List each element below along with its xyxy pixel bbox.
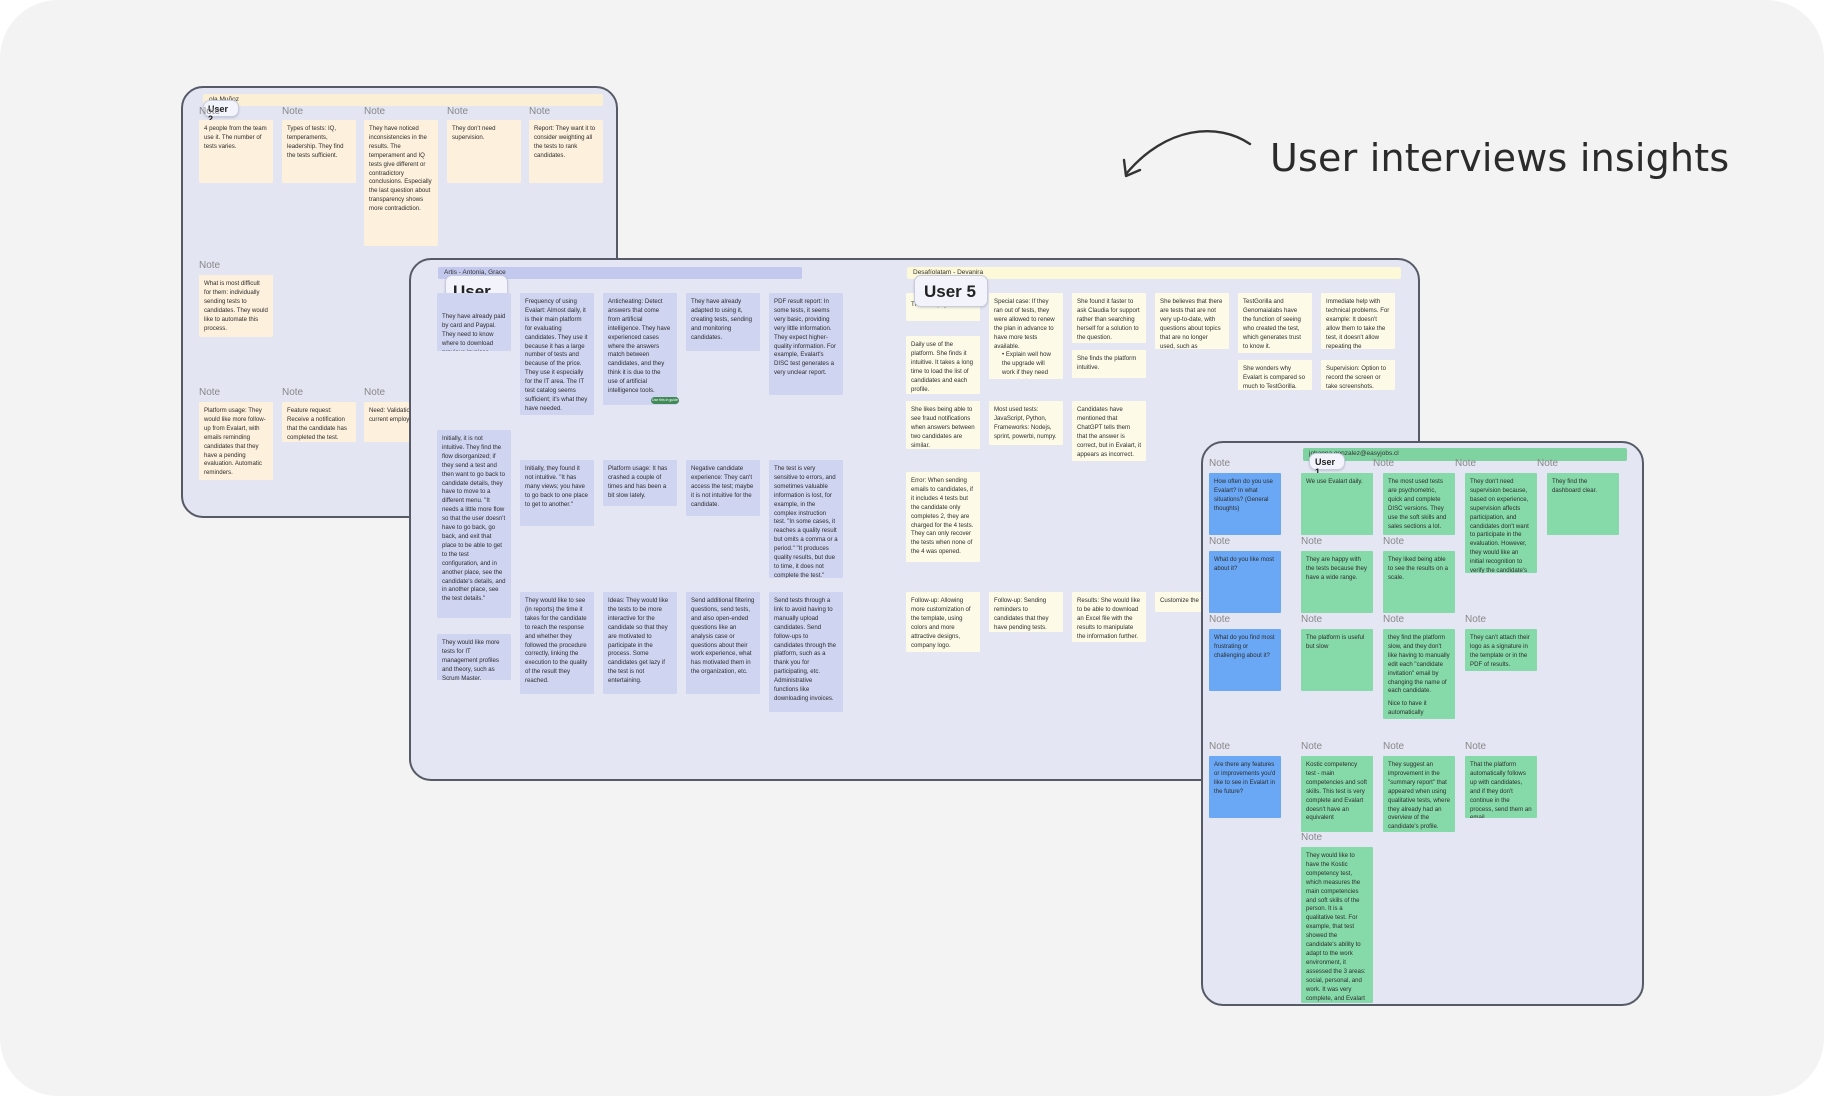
sticky-note[interactable]: They have already adapted to using it, c… bbox=[686, 293, 760, 351]
sticky-note[interactable]: They would like to have the Kostic compe… bbox=[1301, 847, 1373, 1003]
sticky-note[interactable]: Send additional filtering questions, sen… bbox=[686, 592, 760, 694]
user-tag[interactable]: User 5 bbox=[914, 275, 988, 307]
note-label: Note bbox=[1465, 741, 1487, 752]
sticky-note[interactable]: Initially, they found it not intuitive. … bbox=[520, 460, 594, 526]
sticky-note[interactable]: Initially, it is not intuitive. They fin… bbox=[437, 430, 511, 618]
board-header: Desafíolatam - Devanira bbox=[907, 267, 1401, 279]
sticky-note[interactable]: Types of tests: IQ, temperaments, leader… bbox=[282, 120, 356, 183]
sticky-note[interactable]: Immediate help with technical problems. … bbox=[1321, 293, 1395, 349]
note-label: Note bbox=[1209, 458, 1231, 469]
sticky-note[interactable]: Follow-up: Allowing more customization o… bbox=[906, 592, 980, 652]
sticky-note[interactable]: She likes being able to see fraud notifi… bbox=[906, 401, 980, 449]
sticky-note[interactable]: Daily use of the platform. She finds it … bbox=[906, 336, 980, 394]
sticky-note[interactable]: They liked being able to see the results… bbox=[1383, 551, 1455, 613]
question-note[interactable]: What do you find most frustrating or cha… bbox=[1209, 629, 1281, 691]
sticky-note[interactable]: Error: When sending emails to candidates… bbox=[906, 472, 980, 562]
note-label: Note bbox=[199, 260, 221, 271]
sticky-note[interactable]: They don't need supervision because, bas… bbox=[1465, 473, 1537, 573]
board-header: ola Muñoz bbox=[203, 94, 603, 106]
sticky-note[interactable]: The most used tests are psychometric, qu… bbox=[1383, 473, 1455, 535]
sticky-note[interactable]: TestGorilla and Genomaialabs have the fu… bbox=[1238, 293, 1312, 353]
sticky-note[interactable]: She believes that there are tests that a… bbox=[1155, 293, 1229, 349]
note-label: Note bbox=[1209, 614, 1231, 625]
question-note[interactable]: Are there any features or improvements y… bbox=[1209, 756, 1281, 818]
curved-arrow-icon bbox=[1122, 129, 1252, 178]
note-label: Note bbox=[447, 106, 469, 117]
note-label: Note bbox=[1209, 536, 1231, 547]
sticky-note[interactable]: The platform is useful but slow bbox=[1301, 629, 1373, 691]
note-label: Note bbox=[1301, 741, 1323, 752]
question-note[interactable]: How often do you use Evalart? In what si… bbox=[1209, 473, 1281, 535]
sticky-note[interactable]: They can't attach their logo as a signat… bbox=[1465, 629, 1537, 671]
note-label: Note bbox=[1383, 741, 1405, 752]
sticky-note[interactable]: The test is very sensitive to errors, an… bbox=[769, 460, 843, 578]
sticky-note[interactable]: Special case: If they ran out of tests, … bbox=[989, 293, 1063, 379]
sticky-note[interactable]: They are happy with the tests because th… bbox=[1301, 551, 1373, 613]
note-label: Note bbox=[1383, 614, 1405, 625]
sticky-note[interactable]: Candidates have mentioned that ChatGPT t… bbox=[1072, 401, 1146, 461]
note-label: Note bbox=[199, 106, 221, 117]
note-label: Note bbox=[1301, 536, 1323, 547]
sticky-note[interactable]: They suggest an improvement in the "summ… bbox=[1383, 756, 1455, 832]
note-label: Note bbox=[1537, 458, 1559, 469]
sticky-note[interactable]: They would like to see (in reports) the … bbox=[520, 592, 594, 694]
sticky-note[interactable]: They have already paid by card and Paypa… bbox=[437, 293, 511, 351]
sticky-note[interactable]: PDF result report: In some tests, it see… bbox=[769, 293, 843, 395]
note-label: Note bbox=[529, 106, 551, 117]
note-label: Note bbox=[1373, 458, 1395, 469]
note-label: Note bbox=[1383, 536, 1405, 547]
note-label: Note bbox=[1455, 458, 1477, 469]
sticky-note[interactable]: She found it faster to ask Claudia for s… bbox=[1072, 293, 1146, 343]
sticky-note[interactable]: They don't need supervision. bbox=[447, 120, 521, 183]
sticky-note[interactable]: Anticheating: Detect answers that come f… bbox=[603, 293, 677, 405]
status-chip[interactable]: Use this in guide bbox=[651, 397, 679, 404]
user-tag[interactable]: User 1 bbox=[1309, 453, 1345, 477]
note-label: Note bbox=[364, 387, 386, 398]
sticky-note[interactable]: They find the dashboard clear. bbox=[1547, 473, 1619, 535]
user-tag[interactable]: User 2 bbox=[203, 100, 239, 124]
board-header: johanna.gonzalez@easyjobs.cl bbox=[1303, 448, 1627, 461]
note-label: Note bbox=[1301, 832, 1323, 843]
sticky-note[interactable]: Follow-up: Sending reminders to candidat… bbox=[989, 592, 1063, 632]
sticky-note[interactable]: Report: They want it to consider weighti… bbox=[529, 120, 603, 183]
note-label: Note bbox=[364, 106, 386, 117]
sticky-note[interactable]: they find the platform slow, and they do… bbox=[1383, 629, 1455, 719]
note-label: Note bbox=[282, 106, 304, 117]
sticky-note[interactable]: 4 people from the team use it. The numbe… bbox=[199, 120, 273, 183]
sticky-note[interactable]: Most used tests: JavaScript, Python, Fra… bbox=[989, 401, 1063, 445]
sticky-note[interactable]: Platform usage: They would like more fol… bbox=[199, 402, 273, 480]
board-header: Artis - Antonia, Grace bbox=[438, 267, 802, 279]
note-label: Note bbox=[1209, 741, 1231, 752]
sticky-note[interactable]: They would like more tests for IT manage… bbox=[437, 634, 511, 680]
sticky-note[interactable]: Feature request: Receive a notification … bbox=[282, 402, 356, 442]
note-label: Note bbox=[1465, 614, 1487, 625]
sticky-note[interactable]: They have noticed inconsistencies in the… bbox=[364, 120, 438, 246]
sticky-note[interactable]: Platform usage: It has crashed a couple … bbox=[603, 460, 677, 506]
sticky-note[interactable]: Frequency of using Evalart: Almost daily… bbox=[520, 293, 594, 415]
question-note[interactable]: What do you like most about it? bbox=[1209, 551, 1281, 613]
board-user-1[interactable]: johanna.gonzalez@easyjobs.cl User 1 Note… bbox=[1201, 441, 1644, 1006]
sticky-note[interactable]: Results: She would like to be able to do… bbox=[1072, 592, 1146, 642]
sticky-note[interactable]: That the platform automatically follows … bbox=[1465, 756, 1537, 818]
sticky-note[interactable]: Supervision: Option to record the screen… bbox=[1321, 360, 1395, 390]
note-label: Note bbox=[1301, 614, 1323, 625]
note-label: Note bbox=[199, 387, 221, 398]
note-label: Note bbox=[282, 387, 304, 398]
sticky-note[interactable]: Ideas: They would like the tests to be m… bbox=[603, 592, 677, 694]
sticky-note[interactable]: She wonders why Evalart is compared so m… bbox=[1238, 360, 1312, 390]
sticky-note[interactable]: What is most difficult for them: individ… bbox=[199, 275, 273, 337]
sticky-note[interactable]: Send tests through a link to avoid havin… bbox=[769, 592, 843, 712]
sticky-note[interactable]: We use Evalart daily. bbox=[1301, 473, 1373, 535]
sticky-note[interactable]: Customize the t bbox=[1155, 592, 1215, 612]
sticky-note[interactable]: Kostic competency test - main competenci… bbox=[1301, 756, 1373, 832]
sticky-note[interactable]: She finds the platform intuitive. bbox=[1072, 350, 1146, 378]
sticky-note[interactable]: Negative candidate experience: They can'… bbox=[686, 460, 760, 516]
canvas-title: User interviews insights bbox=[1270, 136, 1730, 180]
